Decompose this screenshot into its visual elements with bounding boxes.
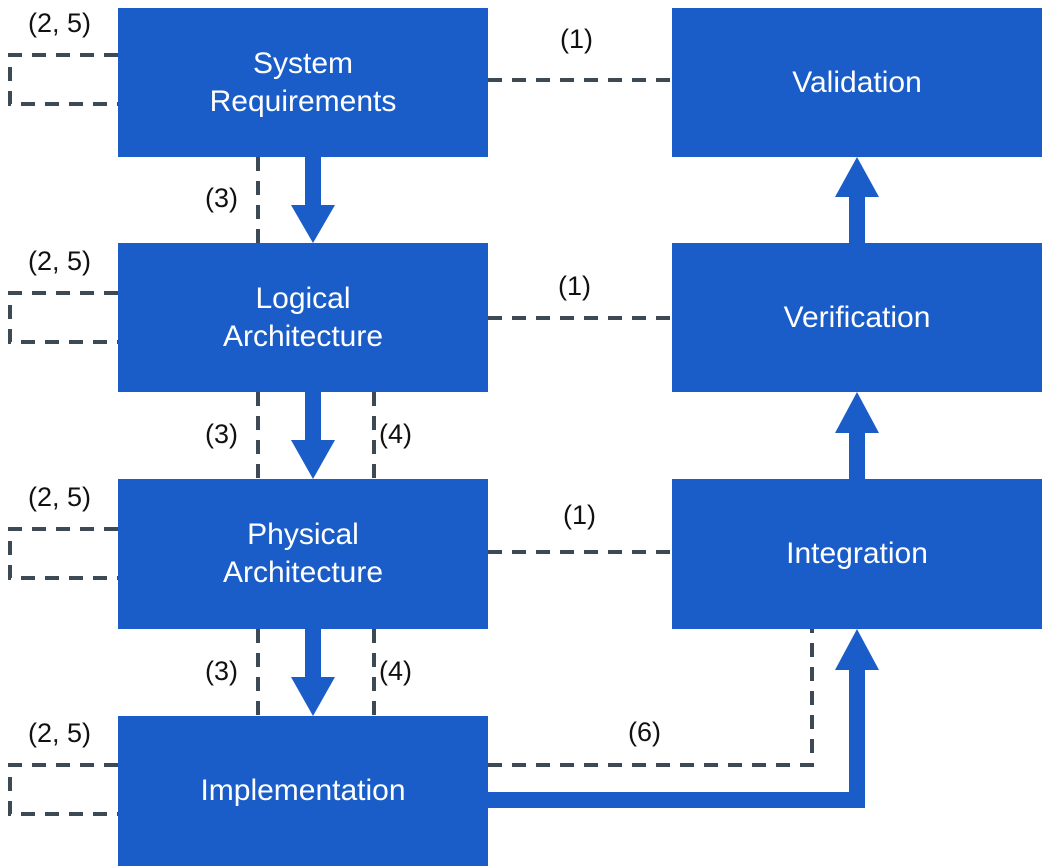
- logical-architecture-line-2: Architecture: [222, 319, 384, 353]
- system-requirements-line-2: Requirements: [209, 84, 397, 118]
- step-3-label-b: (3): [205, 419, 238, 449]
- loop-label-2: (2, 5): [28, 246, 92, 276]
- loop-connector-system-requirements: [8, 53, 118, 106]
- logical-architecture-line-1: Logical: [255, 281, 351, 315]
- up-arrow-shaft-2: [849, 431, 865, 479]
- up-arrow-head-1: [835, 157, 879, 197]
- up-arrow-shaft-1: [849, 195, 865, 243]
- verification-label: Verification: [783, 300, 931, 334]
- down-arrow-head-1: [291, 205, 335, 243]
- loop-connector-physical-architecture: [8, 527, 118, 580]
- loop-label-3: (2, 5): [28, 482, 92, 512]
- down-arrow-shaft-1: [305, 157, 321, 207]
- link-label-low: (1): [563, 500, 596, 530]
- system-requirements-line-1: System: [252, 46, 353, 80]
- loop-label-1: (2, 5): [28, 8, 92, 38]
- loop-connector-implementation: [8, 763, 118, 816]
- logical-architecture-box: Logical Architecture: [118, 243, 488, 392]
- step-6-label: (6): [628, 717, 661, 747]
- verification-box: Verification: [672, 243, 1042, 392]
- step-3-label-a: (3): [205, 183, 238, 213]
- step-4-label-b: (4): [379, 656, 412, 686]
- validation-box: Validation: [672, 8, 1042, 157]
- down-arrow-shaft-3: [305, 629, 321, 679]
- up-arrow-head-2: [835, 392, 879, 433]
- down-arrow-shaft-2: [305, 392, 321, 442]
- system-requirements-box: System Requirements: [118, 8, 488, 157]
- physical-architecture-line-2: Architecture: [222, 556, 384, 589]
- link-label-top: (1): [560, 24, 593, 54]
- integration-label: Integration: [786, 537, 928, 570]
- physical-architecture-line-1: Physical: [247, 518, 359, 551]
- implementation-box: Implementation: [118, 716, 488, 866]
- up-arrow-head-3: [835, 629, 879, 670]
- step-3-label-c: (3): [205, 656, 238, 686]
- physical-architecture-box: Physical Architecture: [118, 479, 488, 629]
- integration-box: Integration: [672, 479, 1042, 629]
- link-label-mid: (1): [558, 271, 591, 301]
- implementation-line-1: Implementation: [200, 774, 406, 807]
- validation-label: Validation: [792, 65, 922, 99]
- implementation-to-integration-arrow: [488, 668, 865, 808]
- down-arrow-head-2: [291, 440, 335, 479]
- loop-connector-logical-architecture: [8, 291, 118, 344]
- loop-label-4: (2, 5): [28, 718, 92, 748]
- step-6-connector: [488, 629, 814, 767]
- step-4-label-a: (4): [379, 419, 412, 449]
- down-arrow-head-3: [291, 677, 335, 716]
